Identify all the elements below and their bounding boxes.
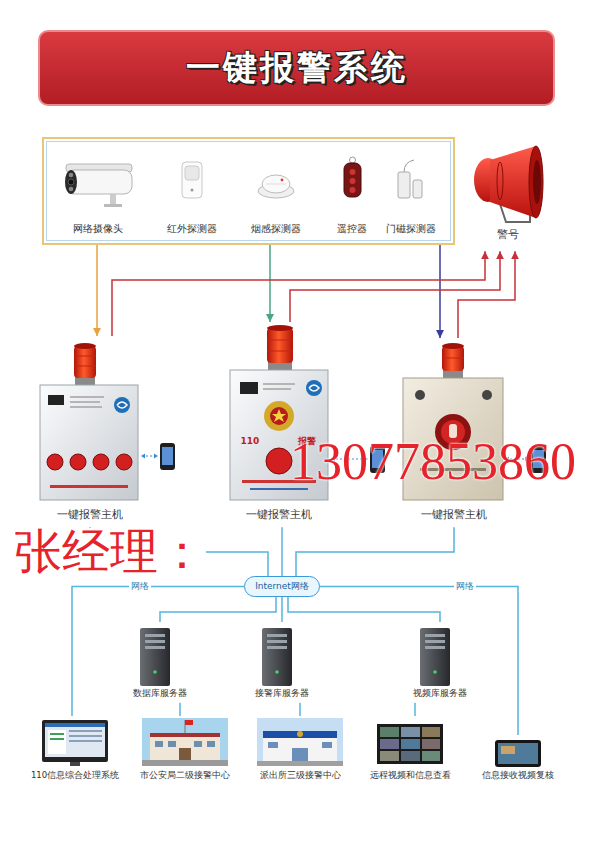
connector — [179, 703, 181, 716]
watermark-phone: 13077853860 — [290, 436, 576, 488]
node-label: 警号 — [497, 228, 519, 241]
server: 数据库服务器 — [110, 622, 210, 703]
node-label: 市公安局二级接警中心 — [140, 770, 230, 780]
terminal: 110信息综合处理系统 — [27, 716, 123, 784]
server-tower — [140, 628, 450, 686]
door-sensor — [398, 160, 422, 198]
edge-label: 网络 — [454, 581, 476, 592]
node-label: 一键报警主机 — [246, 508, 312, 521]
connector — [96, 245, 98, 336]
connector — [458, 251, 515, 338]
smoke-detector — [258, 175, 294, 198]
alarm-host-1 — [40, 343, 175, 500]
node-text: 网络摄像头 — [73, 223, 123, 235]
siren: 警号 — [468, 140, 548, 251]
city-police-photo — [142, 718, 228, 766]
video-wall-monitor — [377, 724, 443, 764]
monitor-110-system — [42, 720, 108, 766]
terminal: 信息接收视频复核 — [478, 735, 558, 784]
siren-horn — [474, 146, 543, 222]
node-label: 派出所三级接警中心 — [260, 770, 341, 780]
connector — [299, 703, 301, 716]
node-label: 数据库服务器 — [133, 688, 187, 699]
node-label: 一键报警主机 — [421, 508, 487, 521]
terminal: 市公安局二级接警中心 — [136, 716, 234, 784]
edge-label: 网络 — [129, 581, 151, 592]
terminal: 远程视频和信息查看 — [365, 716, 455, 784]
infrared-detector — [182, 162, 202, 198]
remote-control — [344, 157, 361, 197]
node-label: 信息接收视频复核 — [482, 770, 554, 780]
node-text: 110 — [241, 436, 260, 447]
node-label: 110信息综合处理系统 — [31, 770, 119, 780]
connector — [414, 703, 416, 716]
connector — [296, 527, 454, 576]
terminal: 派出所三级接警中心 — [253, 716, 347, 784]
server: 视频库服务器 — [390, 622, 490, 703]
connector — [290, 251, 500, 322]
alarm-host: 一键报警主机 — [400, 338, 508, 527]
alarm-host: 一键报警主机 — [38, 336, 142, 527]
connector — [288, 597, 440, 622]
connector — [72, 586, 244, 716]
connector — [112, 251, 485, 336]
internet-cloud: Internet网络 — [244, 576, 320, 597]
node-label: 一键报警主机 — [57, 508, 123, 521]
server: 接警库服务器 — [232, 622, 332, 703]
connector — [320, 586, 518, 735]
title-banner: 一键报警系统 — [38, 30, 555, 106]
connector — [281, 527, 283, 576]
node-label: Internet网络 — [255, 581, 309, 592]
connector — [160, 597, 276, 622]
node-text: 红外探测器 — [167, 223, 217, 235]
node-label: 接警库服务器 — [255, 688, 309, 699]
node-label: 视频库服务器 — [413, 688, 467, 699]
node-text: 烟感探测器 — [251, 223, 301, 235]
title: 一键报警系统 — [186, 45, 408, 91]
network-camera — [65, 164, 132, 207]
node-text: 遥控器 — [337, 223, 367, 235]
node-label: 远程视频和信息查看 — [370, 770, 451, 780]
node-text: 门磁探测器 — [386, 223, 436, 235]
connector — [281, 597, 283, 622]
connector — [439, 245, 441, 338]
watermark-name: 张经理： — [14, 528, 206, 576]
alarm-host: 110报警一键报警主机 — [226, 322, 332, 527]
device-panel: 网络摄像头 红外探测器 烟感探测器 遥控器 门磁探测器 — [42, 137, 455, 245]
tablet — [495, 740, 541, 767]
police-station-photo — [257, 718, 343, 766]
connector — [269, 245, 271, 322]
